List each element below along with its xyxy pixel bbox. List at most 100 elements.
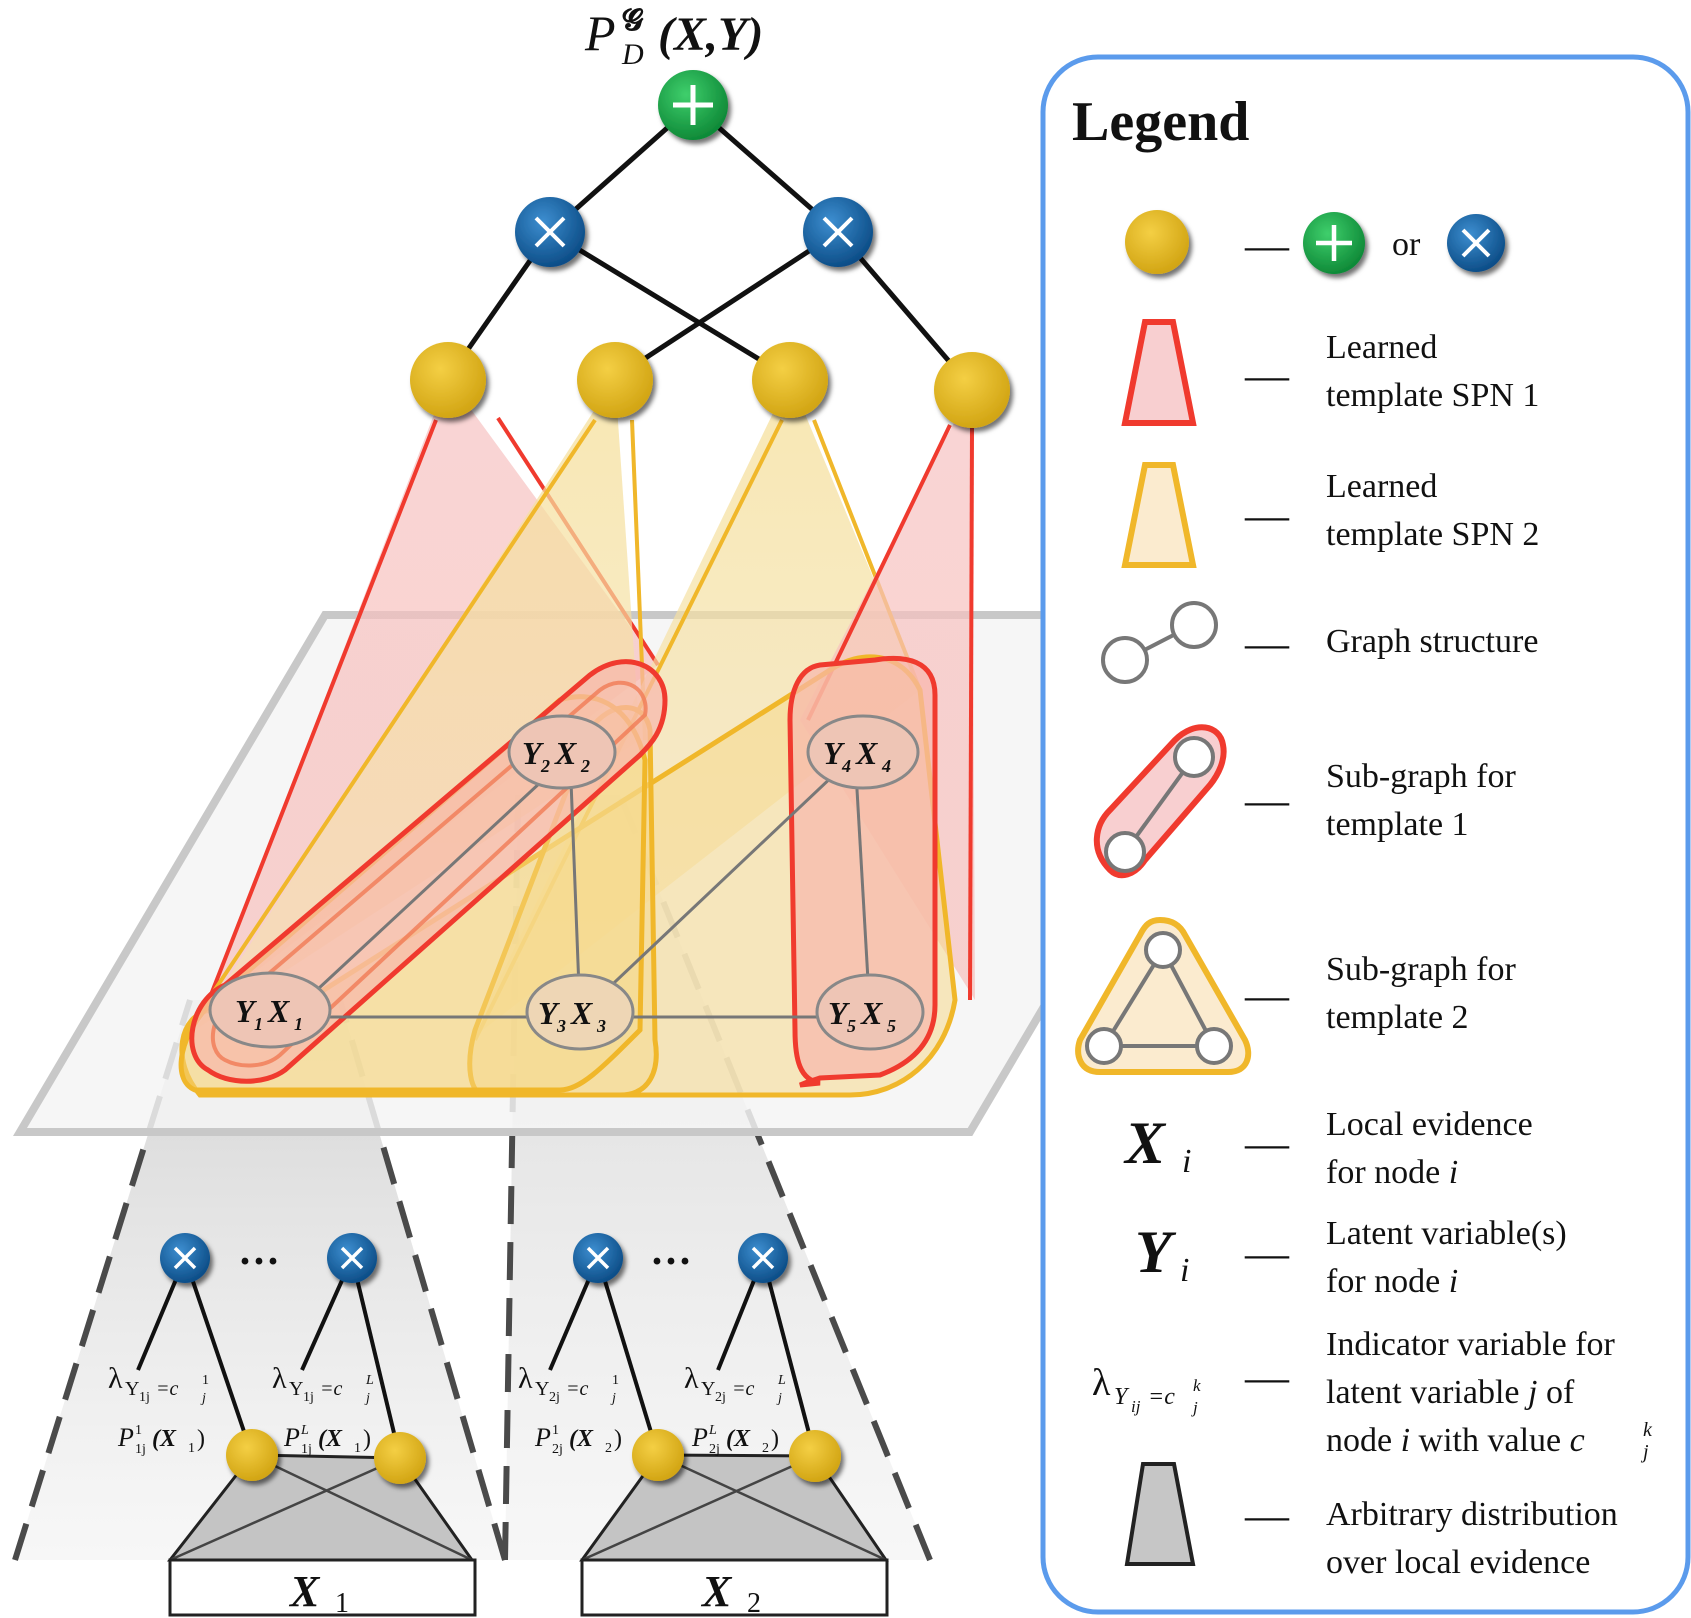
svg-text:1j: 1j — [301, 1442, 312, 1457]
title-sub: D — [621, 38, 644, 71]
legend-item2-line2: template SPN 2 — [1326, 516, 1539, 553]
svg-text:=c: =c — [566, 1378, 588, 1400]
legend-item9-line1: Arbitrary distribution — [1326, 1496, 1618, 1533]
svg-text:j: j — [1191, 1398, 1198, 1417]
legend-distribution-icon — [1124, 1462, 1196, 1566]
legend-dash-8: — — [1244, 1353, 1290, 1402]
graph-nodes: Y 1 X 1 Y 2 X 2 Y 3 X 3 Y 4 X 4 Y — [208, 714, 925, 1051]
node2-y: Y — [522, 735, 544, 771]
svg-text:1: 1 — [188, 1441, 195, 1456]
svg-text:j: j — [610, 1391, 616, 1406]
svg-text:=c: =c — [156, 1378, 178, 1400]
node3-yi: 3 — [556, 1016, 566, 1036]
svg-text:1: 1 — [135, 1423, 142, 1438]
legend-item8-line2: latent variable j of — [1326, 1374, 1575, 1411]
svg-text:2j: 2j — [549, 1390, 560, 1405]
svg-text:P: P — [691, 1423, 708, 1452]
legend-item8-line3: node i with value c — [1326, 1422, 1585, 1459]
title-sup: 𝓖 — [622, 4, 644, 37]
svg-text:1: 1 — [354, 1441, 361, 1456]
x2-sub: 2 — [747, 1588, 761, 1618]
legend-yi-symbol: Y — [1135, 1219, 1177, 1285]
svg-text:P: P — [117, 1423, 134, 1452]
legend-subgraph2-icon — [1075, 916, 1252, 1075]
svg-text:(X: (X — [152, 1426, 177, 1452]
legend-dash-0: — — [1244, 221, 1290, 270]
graph-edges — [288, 753, 872, 1019]
svg-text:1: 1 — [552, 1423, 559, 1438]
leaf-node-b3 — [632, 1429, 684, 1481]
svg-text:(X: (X — [726, 1426, 751, 1452]
svg-text:1: 1 — [202, 1373, 209, 1388]
legend-graph-icon — [1101, 601, 1218, 684]
node3-x: X — [570, 995, 593, 1031]
legend-item5-line2: template 2 — [1326, 999, 1469, 1036]
svg-text:λ: λ — [684, 1362, 699, 1395]
legend-subgraph1-icon — [1093, 724, 1227, 879]
svg-text:L: L — [365, 1373, 374, 1388]
node1-xi: 1 — [294, 1014, 303, 1034]
graph-node-1: Y 1 X 1 — [208, 971, 332, 1049]
node2-x: X — [554, 735, 577, 771]
leaf-node-2 — [577, 342, 653, 418]
svg-text:1: 1 — [612, 1373, 619, 1388]
svg-text:j: j — [364, 1391, 370, 1406]
evidence-box-x2 — [580, 1558, 889, 1617]
legend-dash-1: — — [1244, 351, 1290, 400]
node4-yi: 4 — [841, 756, 851, 776]
svg-text:(X: (X — [318, 1426, 343, 1452]
legend-yi-sub: i — [1180, 1252, 1189, 1289]
lambda-right-L: λ Y 2j =c L j — [684, 1362, 786, 1406]
p-right-L: P L 2j (X 2 ) — [691, 1423, 779, 1457]
product-node-right — [803, 197, 873, 267]
legend-template2-spn-icon — [1121, 462, 1197, 568]
node1-y: Y — [235, 993, 257, 1029]
svg-text:=c: =c — [732, 1378, 754, 1400]
svg-text:Y: Y — [535, 1378, 549, 1400]
svg-text:1j: 1j — [303, 1390, 314, 1405]
x1-label: X — [288, 1567, 321, 1616]
product-node-b3 — [573, 1233, 623, 1283]
node5-yi: 5 — [847, 1016, 856, 1036]
product-node-b2 — [327, 1233, 377, 1283]
legend-sum-icon — [1303, 212, 1365, 274]
svg-text:λ: λ — [108, 1362, 123, 1395]
svg-text:=c: =c — [320, 1378, 342, 1400]
svg-text:2j: 2j — [715, 1390, 726, 1405]
root-title: P 𝓖 D (X,Y) — [584, 4, 763, 71]
leaf-node-b2 — [374, 1432, 426, 1484]
legend-template1-spn-icon — [1121, 319, 1197, 426]
lambda-left-L: λ Y 1j =c L j — [272, 1362, 374, 1406]
legend-item3-line1: Graph structure — [1326, 623, 1538, 660]
svg-text:): ) — [363, 1426, 371, 1452]
svg-text:λ: λ — [272, 1362, 287, 1395]
svg-text:P: P — [283, 1423, 300, 1452]
svg-text:j: j — [776, 1391, 782, 1406]
x2-label: X — [700, 1567, 733, 1616]
legend-item5-line1: Sub-graph for — [1326, 951, 1516, 988]
legend-dash-5: — — [1244, 971, 1290, 1020]
bottom-right-subspn: ··· λ Y 2j =c 1 j λ Y 2j =c L j P 1 2j (… — [518, 1233, 889, 1618]
node5-y: Y — [828, 995, 850, 1031]
legend-item1-line1: Learned — [1326, 329, 1437, 366]
svg-text:Y: Y — [701, 1378, 715, 1400]
svg-text:λ: λ — [518, 1362, 533, 1395]
legend-item4-line1: Sub-graph for — [1326, 758, 1516, 795]
svg-text:2j: 2j — [709, 1442, 720, 1457]
legend-item7-line2: for node i — [1326, 1263, 1458, 1300]
legend-leaf-icon — [1125, 210, 1189, 274]
legend-or: or — [1392, 226, 1421, 263]
leaf-node-1 — [410, 342, 486, 418]
svg-text:Y: Y — [125, 1378, 139, 1400]
node4-xi: 4 — [881, 756, 891, 776]
svg-text:2j: 2j — [552, 1442, 563, 1457]
legend-item9-line2: over local evidence — [1326, 1544, 1590, 1581]
svg-text:ij: ij — [1131, 1397, 1141, 1416]
legend-item8-line1: Indicator variable for — [1326, 1326, 1616, 1363]
product-node-b4 — [738, 1233, 788, 1283]
bottom-left-subspn: ··· λ Y 1j =c 1 j λ Y 1j =c L j P 1 1j (… — [108, 1233, 477, 1618]
svg-text:): ) — [197, 1426, 205, 1452]
legend-dash-3: — — [1244, 619, 1290, 668]
legend-item6-line2: for node i — [1326, 1154, 1458, 1191]
